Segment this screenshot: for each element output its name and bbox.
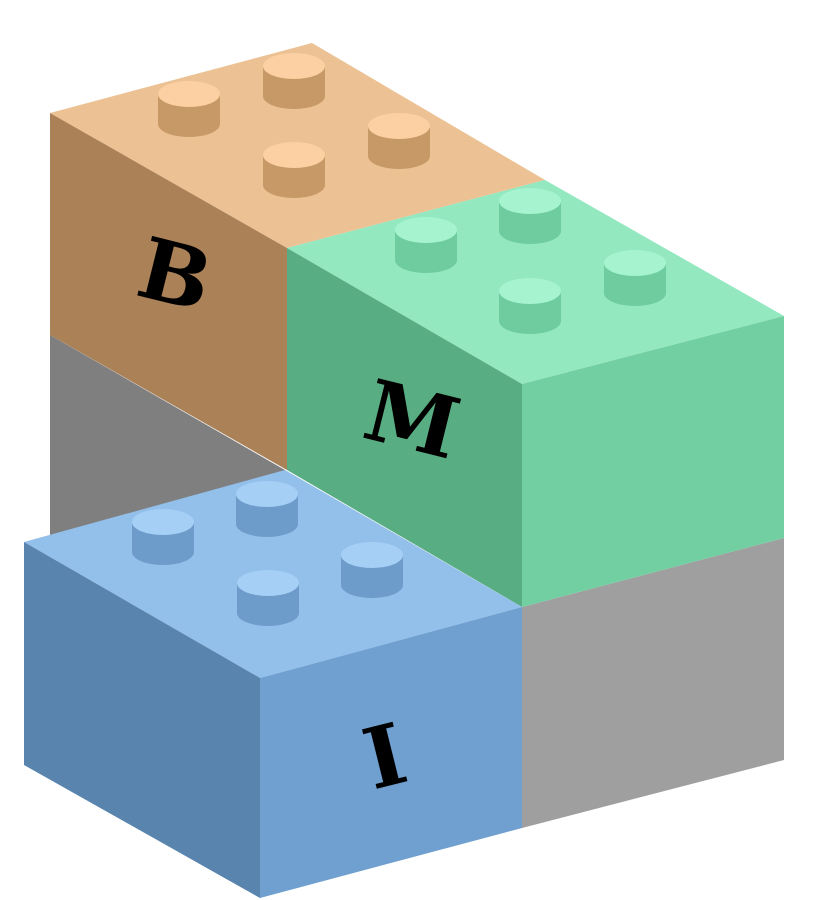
brick-b: B [50,43,545,470]
brick-b-front-face [50,113,287,470]
brick-i: I [24,470,522,898]
brick-m: M [287,180,784,607]
brick-i-front-face [24,542,260,898]
brick-i-right-face [260,607,522,898]
brick-m-stud [499,278,561,334]
brick-b-stud [368,113,430,169]
brick-b-stud [263,142,325,198]
brick-m-front-face [287,248,522,607]
brick-b-studs [158,53,430,198]
brick-i-stud [341,542,403,598]
brick-i-studs [132,481,403,626]
brick-b-stud [158,81,220,137]
brick-m-studs [395,188,666,334]
gray-support-right [522,538,784,828]
brick-i-stud [236,481,298,537]
brick-i-stud [237,570,299,626]
brick-m-stud [604,250,666,306]
brick-m-label: M [355,360,469,479]
brick-m-stud [499,188,561,244]
brick-i-stud [132,509,194,565]
brick-m-stud [395,217,457,273]
brick-b-stud [263,53,325,109]
brick-m-right-face [522,316,784,607]
